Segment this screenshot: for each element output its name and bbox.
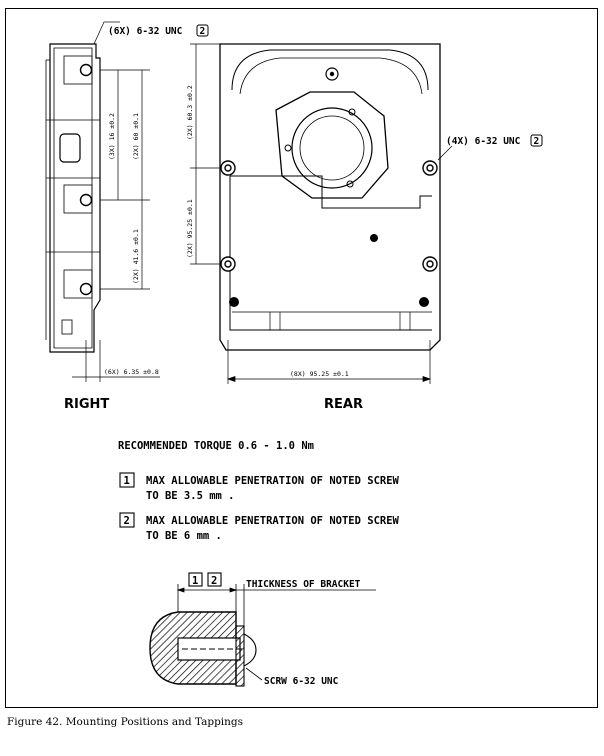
rear-view-holes — [220, 160, 438, 307]
note2-line1: MAX ALLOWABLE PENETRATION OF NOTED SCREW — [146, 515, 400, 527]
rear-dim-bottom: (8X) 95.25 ±0.1 — [290, 370, 349, 378]
right-screw-callout: (6X) 6-32 UNC — [108, 26, 183, 37]
note1-line2: TO BE 3.5 mm . — [146, 490, 235, 502]
right-view-holes — [79, 63, 93, 296]
rear-screw-ref-box — [530, 134, 543, 147]
detail-ref1-box — [188, 572, 203, 587]
detail-dimensions — [176, 584, 376, 681]
rear-view-dimensions — [190, 43, 453, 384]
right-view-dimensions — [72, 21, 160, 382]
rear-screw-callout: (4X) 6-32 UNC — [446, 136, 521, 147]
rear-screw-ref: 2 — [534, 136, 540, 147]
screw-section-detail — [149, 611, 257, 687]
detail-ref2-box — [207, 572, 222, 587]
torque-note: RECOMMENDED TORQUE 0.6 - 1.0 Nm — [118, 440, 314, 452]
note2-line2: TO BE 6 mm . — [146, 530, 222, 542]
note2-ref-box — [119, 512, 135, 528]
screw-size-label: SCRW 6-32 UNC — [264, 676, 339, 687]
note1-line1: MAX ALLOWABLE PENETRATION OF NOTED SCREW — [146, 475, 400, 487]
detail-ref2: 2 — [211, 575, 217, 587]
rear-view-spindle — [275, 67, 389, 199]
note1-ref: 1 — [124, 475, 130, 487]
right-screw-ref-box — [196, 24, 209, 37]
figure-caption: Figure 42. Mounting Positions and Tappin… — [7, 716, 244, 728]
right-dim-top: (3X) 16 ±0.2 — [108, 113, 116, 160]
thickness-of-bracket-label: THICKNESS OF BRACKET — [246, 579, 361, 590]
right-view-label: RIGHT — [64, 397, 109, 412]
rear-view-label: REAR — [324, 397, 363, 412]
right-dim-bottom: (6X) 6.35 ±0.8 — [104, 368, 159, 376]
right-screw-ref: 2 — [200, 26, 206, 37]
figure-frame — [5, 8, 598, 708]
note2-ref: 2 — [124, 515, 130, 527]
detail-ref1: 1 — [192, 575, 198, 587]
right-dim-mid: (2X) 60 ±0.1 — [132, 113, 140, 160]
rear-view — [219, 43, 441, 351]
right-dim-low: (2X) 41.6 ±0.1 — [132, 229, 140, 284]
rear-dim-top: (2X) 60.3 ±0.2 — [186, 85, 194, 140]
right-side-view — [45, 43, 101, 353]
note1-ref-box — [119, 472, 135, 488]
rear-dim-mid: (2X) 95.25 ±0.1 — [186, 199, 194, 258]
